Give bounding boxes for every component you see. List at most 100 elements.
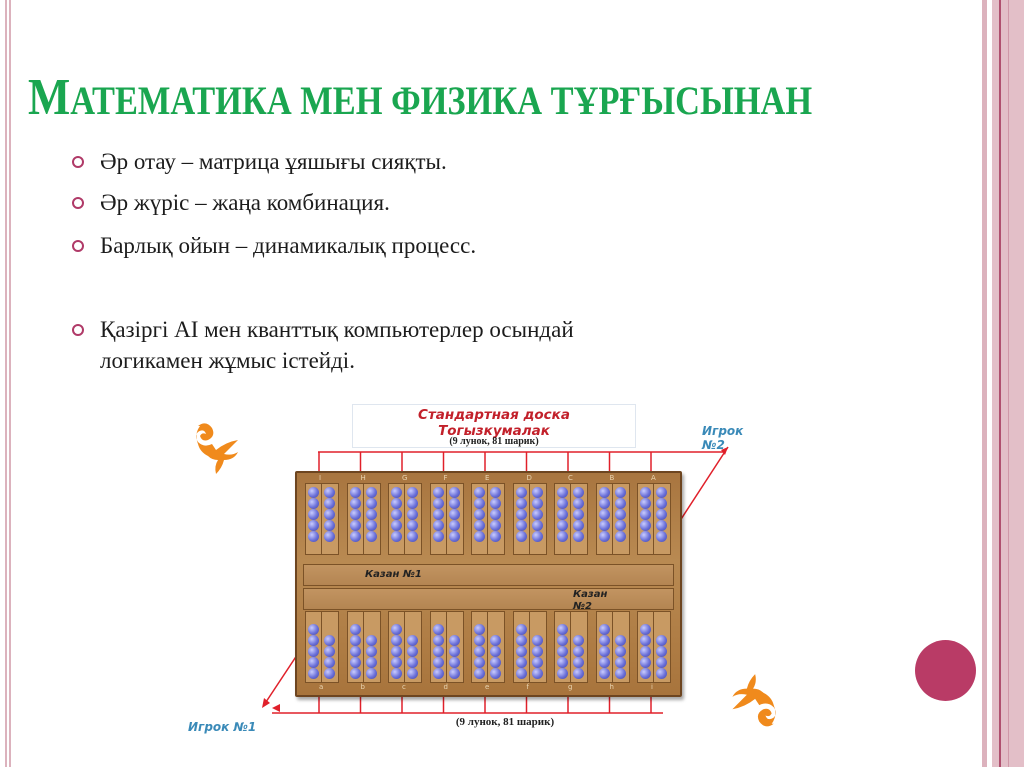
bottom-column-label: d xyxy=(443,683,448,691)
ball xyxy=(391,624,402,635)
ball xyxy=(614,509,626,520)
ball xyxy=(515,668,527,679)
ball xyxy=(598,657,610,668)
ball xyxy=(365,646,377,657)
ball xyxy=(640,635,651,646)
ball xyxy=(531,657,543,668)
ball xyxy=(349,635,361,646)
ball xyxy=(573,635,584,646)
ball xyxy=(614,498,626,509)
ball xyxy=(432,498,444,509)
ball xyxy=(531,498,543,509)
ball xyxy=(365,531,377,542)
ball xyxy=(407,509,418,520)
ball xyxy=(557,520,568,531)
ball xyxy=(391,646,402,657)
pit-divider xyxy=(597,612,613,682)
top-pit xyxy=(554,483,588,555)
ball xyxy=(432,668,444,679)
left-border-stripe xyxy=(9,0,11,767)
ball xyxy=(365,487,377,498)
ball xyxy=(349,487,361,498)
ball xyxy=(490,509,501,520)
pit-divider xyxy=(306,612,322,682)
ball xyxy=(614,520,626,531)
figure-caption-subtitle: (9 лунок, 81 шарик) xyxy=(449,436,539,447)
arrowhead-icon xyxy=(721,447,728,455)
ball xyxy=(365,509,377,520)
ball xyxy=(656,635,667,646)
bullet-marker-icon xyxy=(72,324,84,336)
bullet-marker-icon xyxy=(72,197,84,209)
bottom-column-label: h xyxy=(609,683,614,691)
ball xyxy=(557,487,568,498)
ball xyxy=(474,531,485,542)
ball xyxy=(573,531,584,542)
ball xyxy=(598,646,610,657)
ball xyxy=(432,646,444,657)
ball xyxy=(573,646,584,657)
bullet-text: Әр жүріс – жаңа комбинация. xyxy=(100,190,390,215)
ball xyxy=(474,487,485,498)
bullet-item: Әр жүріс – жаңа комбинация. xyxy=(72,187,390,218)
ball xyxy=(391,509,402,520)
top-pit xyxy=(346,483,381,555)
ball xyxy=(515,624,527,635)
ball xyxy=(557,624,568,635)
ball xyxy=(349,531,361,542)
ball xyxy=(640,657,651,668)
ball xyxy=(531,531,543,542)
top-pit xyxy=(471,483,505,555)
ball xyxy=(448,657,460,668)
ball xyxy=(515,531,527,542)
figure-caption-bottom: (9 лунок, 81 шарик) xyxy=(455,716,555,728)
pit-divider xyxy=(472,484,488,554)
ball xyxy=(308,635,319,646)
ball xyxy=(656,520,667,531)
right-border-stripe xyxy=(1008,0,1009,767)
ball xyxy=(573,487,584,498)
ball xyxy=(308,520,319,531)
ball xyxy=(557,635,568,646)
ball xyxy=(448,646,460,657)
ball xyxy=(557,509,568,520)
ball xyxy=(614,657,626,668)
bottom-pit xyxy=(637,611,671,683)
kazan1-label: Казан №1 xyxy=(365,569,422,580)
bullet-text: Барлық ойын – динамикалық процесс. xyxy=(100,233,477,258)
ball xyxy=(598,624,610,635)
ball xyxy=(365,520,377,531)
ball xyxy=(407,531,418,542)
ball xyxy=(365,498,377,509)
ball xyxy=(308,509,319,520)
ball xyxy=(308,646,319,657)
ball xyxy=(324,635,335,646)
ball xyxy=(531,509,543,520)
ball xyxy=(656,509,667,520)
ball xyxy=(324,498,335,509)
ball xyxy=(640,520,651,531)
ball xyxy=(474,635,485,646)
bottom-column-label: g xyxy=(568,683,573,691)
title-first-letter: М xyxy=(28,69,71,126)
left-border-stripe xyxy=(5,0,7,767)
ball xyxy=(448,487,460,498)
top-column-label: E xyxy=(485,474,490,482)
bottom-column-label: b xyxy=(360,683,365,691)
ball xyxy=(324,668,335,679)
bottom-pit xyxy=(429,611,464,683)
pit-divider xyxy=(389,484,405,554)
ball xyxy=(407,646,418,657)
ball xyxy=(515,657,527,668)
bullet-text: Әр отау – матрица ұяшығы сияқты. xyxy=(100,149,447,174)
ball xyxy=(557,668,568,679)
ball xyxy=(448,531,460,542)
pit-divider xyxy=(638,484,654,554)
ball xyxy=(490,487,501,498)
bullet-text-line1: Қазіргі AI мен кванттық компьютерлер осы… xyxy=(100,317,574,342)
pit-divider xyxy=(555,612,571,682)
arrowhead-icon xyxy=(272,704,280,712)
ball xyxy=(448,520,460,531)
